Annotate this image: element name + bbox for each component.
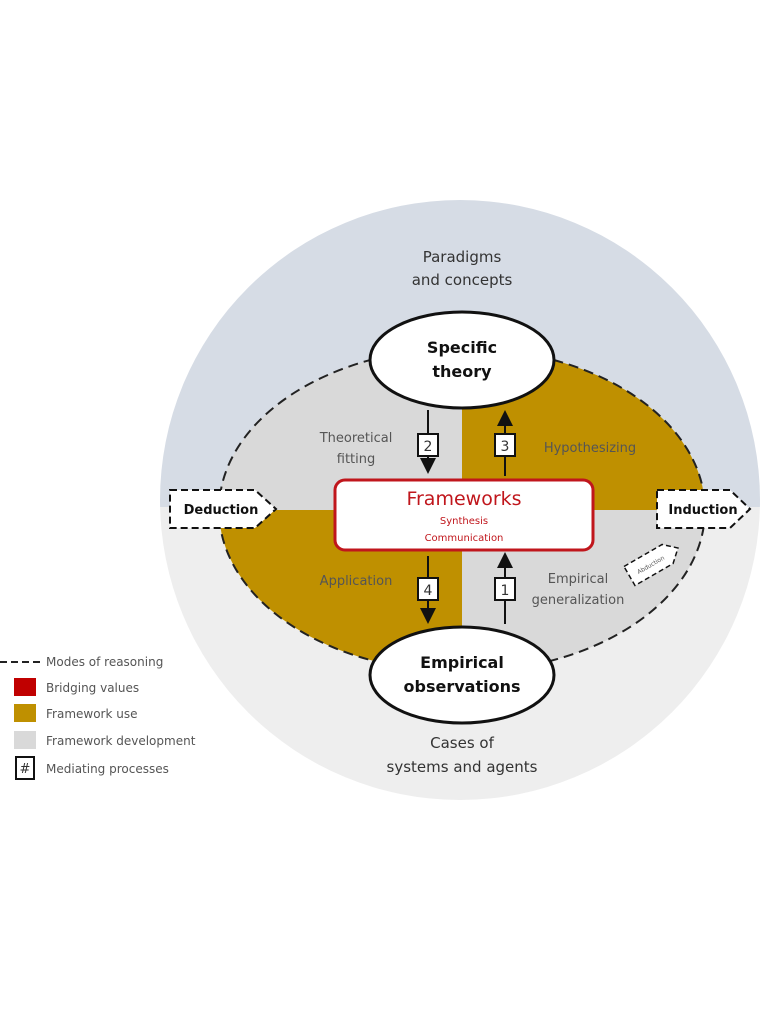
empirical-generalization-label-1: Empirical <box>548 572 608 587</box>
legend-mediating-box <box>15 756 35 780</box>
frameworks-synthesis: Synthesis <box>440 516 488 527</box>
deduction-marker <box>169 489 278 529</box>
cases-label-2: systems and agents <box>387 758 538 776</box>
process-number-3: 3 <box>501 439 510 455</box>
application-label: Application <box>320 574 393 589</box>
process-number-1: 1 <box>501 583 510 599</box>
legend-bridging-label: Bridging values <box>46 681 139 695</box>
specific-theory-label-2: theory <box>432 362 492 381</box>
legend-use-swatch <box>14 704 36 722</box>
legend-use-label: Framework use <box>46 707 137 721</box>
process-box-3 <box>494 433 516 457</box>
legend-development-label: Framework development <box>46 734 196 748</box>
frameworks-title: Frameworks <box>406 488 521 510</box>
process-number-4: 4 <box>424 583 433 599</box>
induction-marker <box>656 489 752 529</box>
empirical-observations-node <box>368 625 556 725</box>
paradigms-label-1: Paradigms <box>423 248 502 266</box>
specific-theory-node <box>368 310 556 410</box>
empirical-observations-label-2: observations <box>404 677 521 696</box>
legend-modes-label: Modes of reasoning <box>46 655 163 669</box>
theoretical-fitting-label-2: fitting <box>337 452 376 467</box>
empirical-observations-label-1: Empirical <box>420 653 504 672</box>
process-box-1 <box>494 577 516 601</box>
empirical-generalization-label-2: generalization <box>532 593 625 608</box>
hypothesizing-label: Hypothesizing <box>544 441 636 456</box>
frameworks-box <box>333 478 595 552</box>
cases-label-1: Cases of <box>430 734 494 752</box>
process-box-4 <box>417 577 439 601</box>
legend: Modes of reasoning Bridging values Frame… <box>0 655 196 780</box>
legend-mediating-label: Mediating processes <box>46 762 169 776</box>
process-box-2 <box>417 433 439 457</box>
frameworks-communication: Communication <box>425 533 504 544</box>
theoretical-fitting-label-1: Theoretical <box>319 431 393 446</box>
legend-mediating-symbol: # <box>20 762 31 777</box>
deduction-label: Deduction <box>184 503 259 518</box>
process-number-2: 2 <box>424 439 433 455</box>
abduction-marker: Abduction <box>622 543 679 587</box>
induction-label: Induction <box>668 503 737 518</box>
paradigms-label-2: and concepts <box>412 271 513 289</box>
specific-theory-label-1: Specific <box>427 338 497 357</box>
legend-development-swatch <box>14 731 36 749</box>
legend-bridging-swatch <box>14 678 36 696</box>
